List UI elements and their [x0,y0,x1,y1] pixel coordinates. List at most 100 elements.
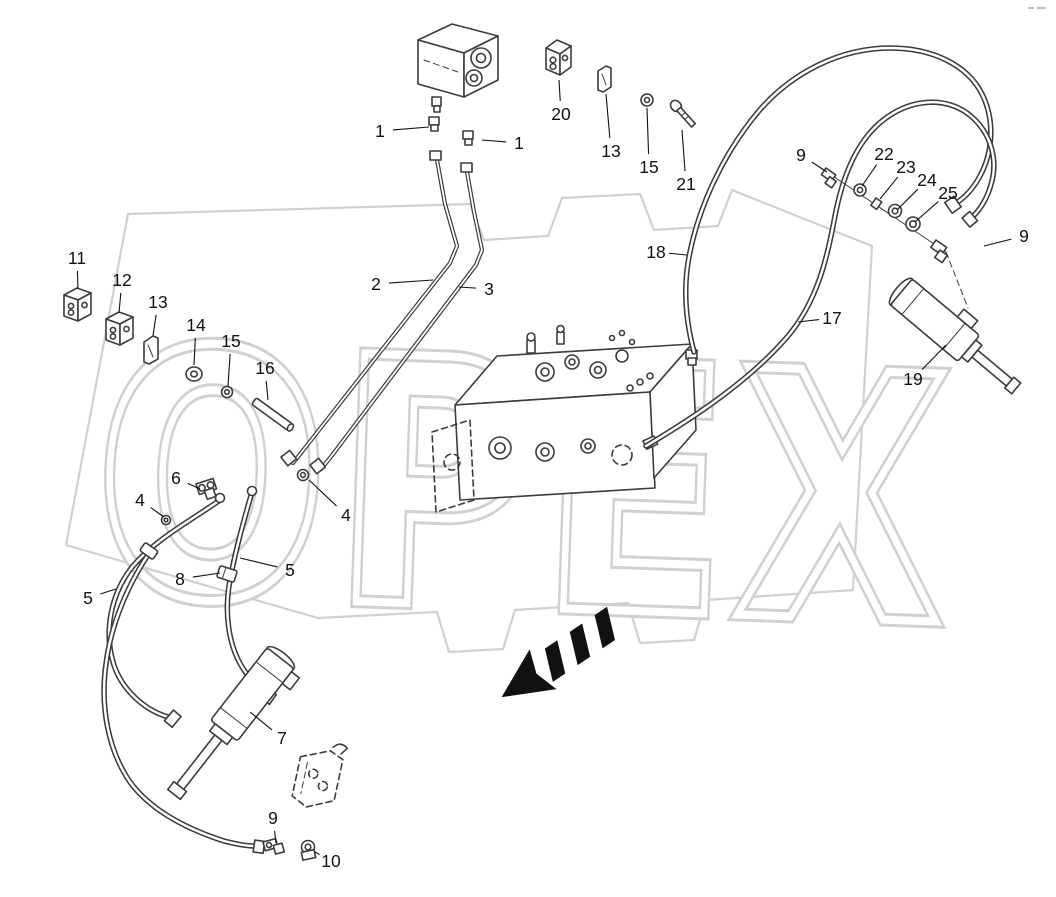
callout-leader-14 [193,337,196,366]
callout-leader-13 [152,314,157,337]
callout-label-5: 5 [83,588,93,608]
elbow-9-bottom [262,837,286,855]
callout-label-18: 18 [646,242,665,262]
callout-label-20: 20 [551,104,571,124]
callout-label-5: 5 [285,560,295,580]
callout-label-9: 9 [1019,226,1029,246]
callout-label-17: 17 [822,308,841,328]
bolt-21 [669,99,697,128]
nut-22 [853,183,867,197]
fitting-10 [300,839,317,861]
callout-label-9: 9 [268,808,278,828]
hose-coupling-8 [216,565,238,583]
callout-label-16: 16 [255,358,274,378]
callout-label-22: 22 [874,144,893,164]
callout-leader-1 [392,126,430,131]
callout-leader-17 [797,318,820,323]
callout-label-14: 14 [186,315,206,335]
bolt-4-left [160,514,172,526]
callout-label-1: 1 [514,133,524,153]
callout-leader-5 [100,588,117,595]
callout-leader-9 [811,161,828,173]
tube-3 [309,162,482,475]
callout-label-6: 6 [171,468,181,488]
callout-leader-12 [118,292,122,314]
callout-label-13: 13 [148,292,167,312]
callout-leader-20 [558,79,561,102]
washer-15-top [640,93,654,107]
elbow-6 [195,477,218,501]
callout-label-21: 21 [676,174,695,194]
callout-leader-23 [879,176,899,200]
callout-label-12: 12 [112,270,131,290]
clamp-block-20 [545,39,572,76]
mounting-bracket [291,743,349,808]
callout-label-7: 7 [277,728,287,748]
callout-leader-25 [914,201,939,223]
callout-leader-13 [605,93,611,139]
washer-15-left [220,385,234,399]
callout-leader-4 [308,479,337,507]
callout-label-23: 23 [896,157,915,177]
callout-label-8: 8 [175,569,185,589]
callout-label-13: 13 [601,141,620,161]
plate-13-top [597,65,612,93]
callout-label-1: 1 [375,121,385,141]
washer-14 [185,366,203,382]
callout-label-4: 4 [135,490,145,510]
main-valve-assembly [431,324,697,513]
hose-5-outer [109,492,226,729]
callout-leader-3 [458,286,477,289]
top-valve-block [417,23,499,113]
callout-label-15: 15 [639,157,658,177]
nut-4-right [296,468,310,482]
callout-label-24: 24 [917,170,937,190]
direction-arrow [501,606,615,698]
callout-label-10: 10 [321,851,341,871]
clamp-block-11 [63,287,92,322]
callout-leader-15 [227,353,231,387]
callout-leader-7 [249,711,273,731]
elbow-9-right [930,239,949,264]
callout-label-19: 19 [903,369,922,389]
nut-24 [887,203,903,219]
hose-18 [686,48,991,352]
watermark-gear-band [64,188,874,654]
callout-label-11: 11 [68,248,86,268]
callout-leader-11 [76,270,79,290]
callout-leader-21 [681,129,686,172]
callout-label-4: 4 [341,505,351,525]
callout-leader-5 [239,557,278,568]
hydraulic-cylinder-19 [888,277,1022,395]
clamp-block-12 [105,311,134,346]
fitting-1-right [462,130,474,146]
callout-leader-19 [921,344,947,371]
callout-leader-2 [388,279,434,284]
callout-leader-4 [150,507,165,518]
tube-2 [280,150,457,467]
callout-leader-6 [187,482,201,490]
callout-leader-10 [314,851,320,856]
callout-leader-8 [192,572,221,578]
hydraulic-cylinder-7 [166,645,301,801]
callout-leader-9 [983,238,1012,247]
callout-leader-24 [896,188,919,211]
callout-leader-22 [861,164,878,187]
fitting-1-left [428,116,440,132]
callout-leader-16 [265,380,269,401]
callout-label-3: 3 [484,279,494,299]
callout-label-9: 9 [796,145,806,165]
callout-leader-9 [274,830,277,844]
callout-label-2: 2 [371,274,381,294]
fitting-cluster-axis [823,169,969,309]
callout-label-25: 25 [938,183,957,203]
callout-label-15: 15 [221,331,240,351]
pin-16 [251,397,295,432]
plate-13-left [143,335,159,365]
callout-leader-18 [668,252,688,256]
callout-leader-1 [481,139,507,143]
hose-17 [646,102,994,446]
